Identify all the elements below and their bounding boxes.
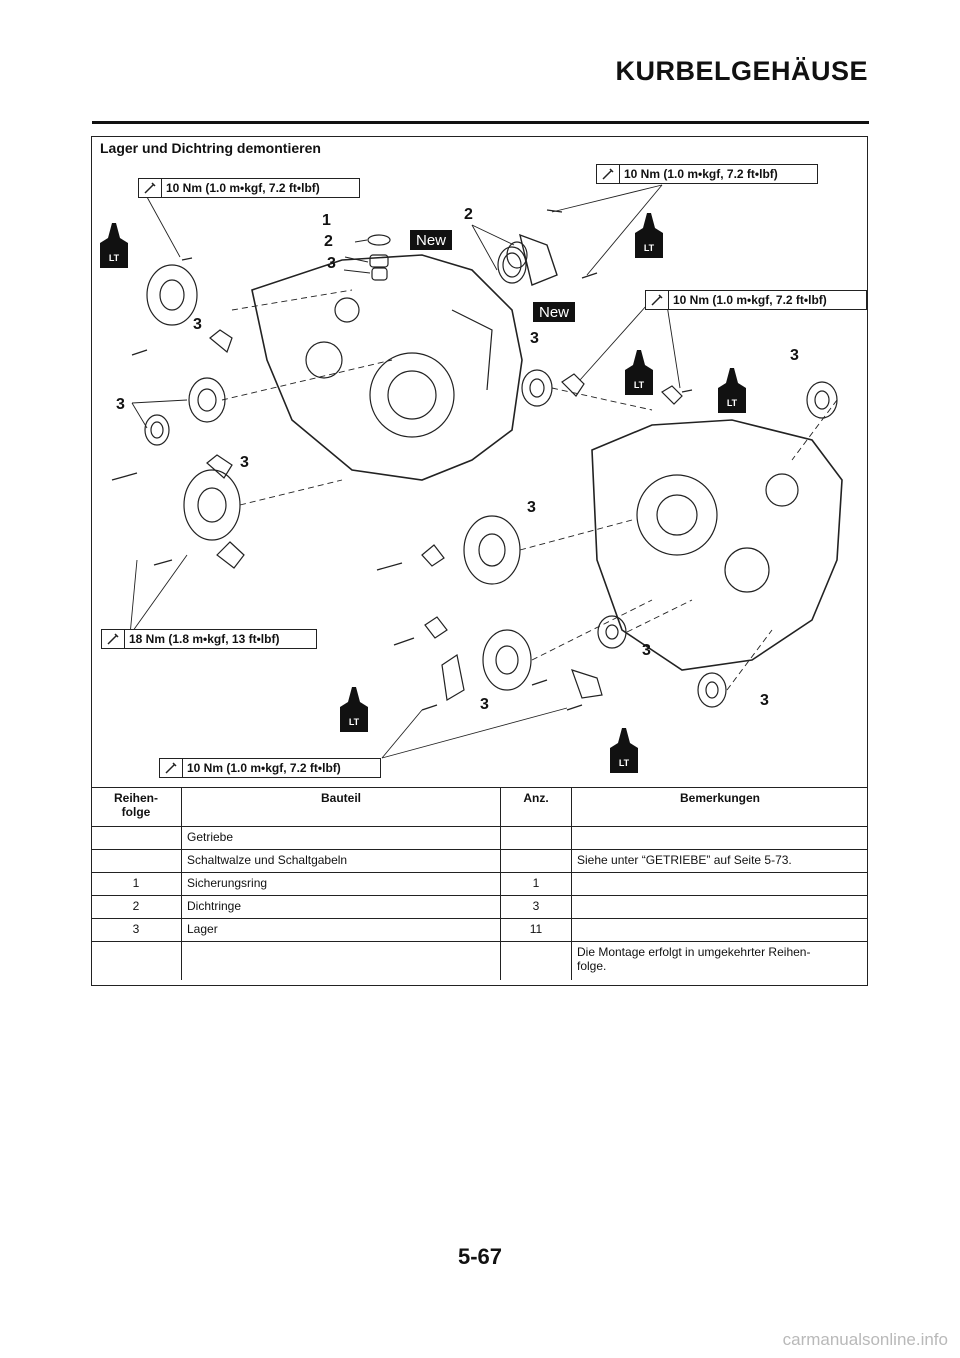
section-title: Lager und Dichtring demontieren	[100, 140, 321, 156]
torque-wrench-icon	[102, 630, 125, 648]
torque-spec-value: 10 Nm (1.0 m•kgf, 7.2 ft•lbf)	[166, 181, 320, 195]
watermark: carmanualsonline.info	[782, 1330, 948, 1349]
cell-remarks	[571, 918, 868, 942]
lt-bottle-icon	[610, 728, 638, 773]
torque-spec: 10 Nm (1.0 m•kgf, 7.2 ft•lbf)	[138, 178, 360, 198]
table-row: Getriebe	[91, 826, 868, 850]
column-header-order: Reihen- folge	[91, 787, 182, 827]
torque-spec-value: 10 Nm (1.0 m•kgf, 7.2 ft•lbf)	[673, 293, 827, 307]
lt-bottle-icons	[100, 213, 746, 773]
callout-3: 3	[116, 396, 125, 413]
lt-bottle-icon	[718, 368, 746, 413]
callout-3: 3	[480, 696, 489, 713]
cell-qty	[500, 826, 572, 850]
lt-bottle-icon	[340, 687, 368, 732]
lt-label: LT	[619, 758, 630, 768]
cell-order	[91, 941, 182, 980]
lt-bottle-icon	[625, 350, 653, 395]
cell-remarks: Die Montage erfolgt in umgekehrter Reihe…	[571, 941, 868, 980]
cell-order	[91, 849, 182, 873]
table-row: Schaltwalze und Schaltgabeln Siehe unter…	[91, 849, 868, 873]
lt-label: LT	[109, 253, 120, 263]
callout-3: 3	[240, 454, 249, 471]
page-title: KURBELGEHÄUSE	[615, 56, 868, 86]
callout-3: 3	[790, 347, 799, 364]
torque-spec-value: 10 Nm (1.0 m•kgf, 7.2 ft•lbf)	[187, 761, 341, 775]
callout-3: 3	[327, 255, 336, 272]
cell-remarks: Siehe unter “GETRIEBE” auf Seite 5-73.	[571, 849, 868, 873]
cell-part: Dichtringe	[181, 895, 501, 919]
new-part-badge: New	[410, 230, 453, 250]
column-header-remarks: Bemerkungen	[571, 787, 868, 827]
callout-2: 2	[464, 206, 473, 223]
torque-wrench-icon	[646, 291, 669, 309]
torque-spec-value: 18 Nm (1.8 m•kgf, 13 ft•lbf)	[129, 632, 280, 646]
new-part-badge: New	[533, 302, 576, 322]
torque-spec-value: 10 Nm (1.0 m•kgf, 7.2 ft•lbf)	[624, 167, 778, 181]
cell-order: 3	[91, 918, 182, 942]
cell-qty: 1	[500, 872, 572, 896]
callout-3: 3	[193, 316, 202, 333]
torque-spec: 10 Nm (1.0 m•kgf, 7.2 ft•lbf)	[645, 290, 867, 310]
torque-spec: 10 Nm (1.0 m•kgf, 7.2 ft•lbf)	[159, 758, 381, 778]
cell-remarks	[571, 895, 868, 919]
cell-qty	[500, 849, 572, 873]
table-header-row: Reihen- folge Bauteil Anz. Bemerkungen	[91, 787, 868, 827]
lt-label: LT	[727, 398, 738, 408]
cell-qty: 3	[500, 895, 572, 919]
lt-bottle-icon	[100, 223, 128, 268]
callout-3: 3	[530, 330, 539, 347]
cell-qty: 11	[500, 918, 572, 942]
table-row: 2 Dichtringe 3	[91, 895, 868, 919]
column-header-part: Bauteil	[181, 787, 501, 827]
callout-3: 3	[642, 642, 651, 659]
callout-3: 3	[527, 499, 536, 516]
callout-2: 2	[324, 233, 333, 250]
table-row: 3 Lager 11	[91, 918, 868, 942]
lt-bottle-icon	[635, 213, 663, 258]
column-header-qty: Anz.	[500, 787, 572, 827]
content-frame	[91, 136, 868, 986]
table-row: 1 Sicherungsring 1	[91, 872, 868, 896]
left-crankcase-half	[251, 254, 523, 481]
cell-remarks	[571, 872, 868, 896]
torque-wrench-icon	[597, 165, 620, 183]
cell-remarks	[571, 826, 868, 850]
cell-part	[181, 941, 501, 980]
callout-1: 1	[322, 212, 331, 229]
torque-spec: 18 Nm (1.8 m•kgf, 13 ft•lbf)	[101, 629, 317, 649]
cell-part: Lager	[181, 918, 501, 942]
lt-label: LT	[349, 717, 360, 727]
torque-wrench-icon	[139, 179, 162, 197]
cell-order: 1	[91, 872, 182, 896]
lt-label: LT	[644, 243, 655, 253]
right-crankcase-half	[591, 419, 843, 671]
callout-3: 3	[760, 692, 769, 709]
lt-label: LT	[634, 380, 645, 390]
cell-order: 2	[91, 895, 182, 919]
header-rule	[92, 121, 869, 124]
parts-table: Reihen- folge Bauteil Anz. Bemerkungen G…	[91, 787, 868, 980]
cell-qty	[500, 941, 572, 980]
cell-part: Schaltwalze und Schaltgabeln	[181, 849, 501, 873]
cell-order	[91, 826, 182, 850]
cell-part: Getriebe	[181, 826, 501, 850]
torque-wrench-icon	[160, 759, 183, 777]
page-number: 5-67	[457, 1244, 503, 1269]
cell-part: Sicherungsring	[181, 872, 501, 896]
crankcase-exploded-diagram: LT LT LT LT LT LT	[100, 184, 843, 773]
table-row: Die Montage erfolgt in umgekehrter Reihe…	[91, 941, 868, 980]
torque-spec: 10 Nm (1.0 m•kgf, 7.2 ft•lbf)	[596, 164, 818, 184]
